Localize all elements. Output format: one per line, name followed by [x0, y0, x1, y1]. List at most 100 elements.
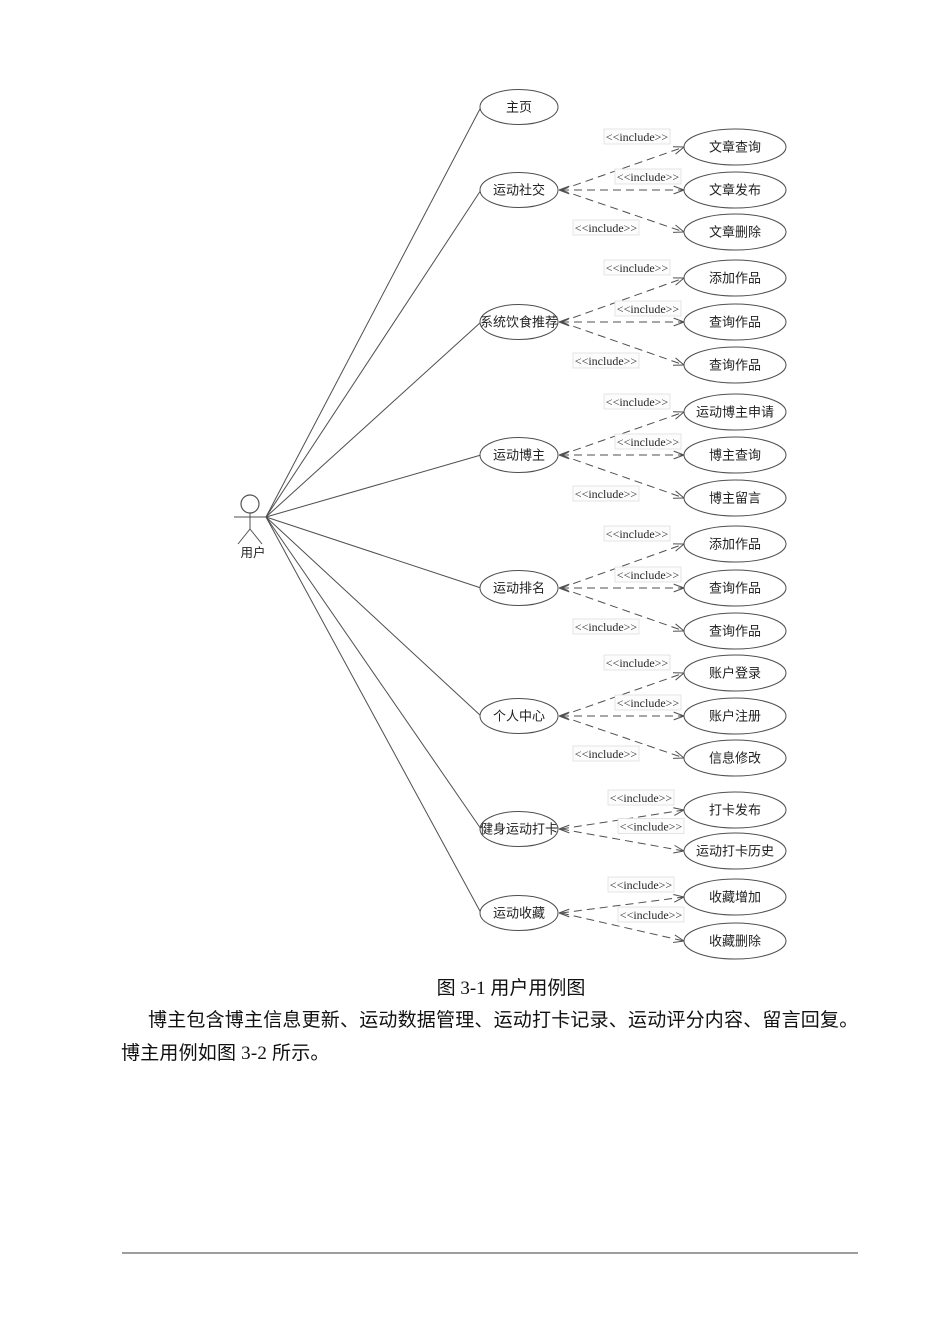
include-edge	[560, 896, 685, 914]
use-case-oval	[683, 922, 787, 960]
use-case-oval	[479, 304, 559, 340]
arrowhead	[558, 189, 570, 195]
arrowhead	[673, 185, 685, 191]
actor-associations	[265, 106, 482, 914]
use-case-label: 收藏删除	[709, 934, 761, 949]
association-edge	[265, 516, 482, 830]
use-case-group-diet: <<include>><<include>><<include>>系统饮食推荐添…	[479, 259, 787, 384]
use-case-blogger-child-2: 博主留言	[683, 479, 787, 517]
use-case-diet-child-2: 查询作品	[683, 346, 787, 384]
use-case-oval	[683, 832, 787, 870]
include-edge	[560, 411, 685, 456]
arrowhead	[673, 583, 685, 589]
include-label: <<include>>	[575, 487, 638, 501]
include-edge	[560, 912, 685, 942]
include-label-box	[607, 876, 675, 893]
use-case-oval	[683, 346, 787, 384]
use-case-blogger-child-1: 博主查询	[683, 436, 787, 474]
use-case-label: 信息修改	[709, 751, 761, 766]
actor-label: 用户	[240, 545, 265, 560]
use-case-oval	[479, 698, 559, 734]
include-label: <<include>>	[610, 878, 673, 892]
use-case-label: 运动排名	[493, 581, 545, 596]
arrowhead	[558, 828, 570, 834]
use-case-social: 运动社交	[479, 172, 559, 208]
use-case-label: 运动博主申请	[696, 405, 774, 420]
include-label-box	[572, 352, 640, 369]
use-case-social-child-1: 文章发布	[683, 171, 787, 209]
include-label-box	[607, 789, 675, 806]
association-edge	[265, 516, 482, 589]
include-stereotype: <<include>>	[572, 219, 640, 236]
include-label: <<include>>	[617, 696, 680, 710]
use-case-label: 个人中心	[493, 709, 545, 724]
use-case-social-child-2: 文章删除	[683, 213, 787, 251]
use-case-label: 文章发布	[709, 183, 761, 198]
include-label: <<include>>	[575, 620, 638, 634]
include-edge	[560, 828, 685, 852]
include-edge	[560, 454, 685, 499]
use-case-oval	[683, 393, 787, 431]
association-edge	[265, 106, 482, 518]
use-case-group-home: 主页	[479, 89, 559, 125]
use-case-ranking: 运动排名	[479, 570, 559, 606]
use-case-diet: 系统饮食推荐	[479, 304, 559, 340]
use-case-label: 运动社交	[493, 183, 545, 198]
include-label-box	[614, 433, 682, 450]
association-edge	[265, 189, 482, 518]
use-case-label: 收藏增加	[709, 890, 761, 905]
use-case-favorite: 运动收藏	[479, 895, 559, 931]
include-edge	[560, 809, 685, 830]
use-case-home: 主页	[479, 89, 559, 125]
include-label-box	[603, 654, 671, 671]
arrowhead	[675, 357, 685, 366]
include-stereotype: <<include>>	[572, 618, 640, 635]
use-case-oval	[683, 479, 787, 517]
use-case-label: 打卡发布	[709, 803, 761, 818]
include-label-box	[614, 300, 682, 317]
use-case-oval	[683, 612, 787, 650]
use-case-profile-child-1: 账户注册	[683, 697, 787, 735]
use-case-oval	[479, 570, 559, 606]
arrowhead	[675, 411, 685, 420]
include-stereotype: <<include>>	[614, 566, 682, 583]
arrowhead	[675, 146, 685, 155]
use-case-oval	[683, 171, 787, 209]
arrowhead	[673, 893, 685, 898]
include-stereotype: <<include>>	[607, 789, 675, 806]
arrowhead	[675, 623, 685, 632]
include-label: <<include>>	[575, 354, 638, 368]
include-stereotype: <<include>>	[614, 433, 682, 450]
use-case-oval	[683, 654, 787, 692]
use-case-oval	[683, 436, 787, 474]
association-edge	[265, 321, 482, 518]
include-edge	[560, 672, 685, 717]
include-edge	[560, 321, 685, 366]
arrowhead	[558, 587, 570, 593]
use-case-profile: 个人中心	[479, 698, 559, 734]
use-case-oval	[683, 213, 787, 251]
use-case-oval	[683, 791, 787, 829]
include-stereotype: <<include>>	[617, 818, 685, 834]
use-case-label: 博主查询	[709, 448, 761, 463]
use-case-favorite-child-1: 收藏删除	[683, 922, 787, 960]
use-case-diagram: 用户 主页 <<include>> <<include>> <<include>> 运动社…	[234, 89, 787, 960]
include-label: <<include>>	[617, 170, 680, 184]
arrowhead	[675, 224, 685, 233]
include-label-box	[603, 259, 671, 276]
use-case-blogger-child-0: 运动博主申请	[683, 393, 787, 431]
include-label-box	[614, 168, 682, 185]
include-stereotype: <<include>>	[614, 168, 682, 185]
include-stereotype: <<include>>	[617, 906, 685, 923]
include-label: <<include>>	[620, 908, 683, 922]
actor-head	[240, 494, 260, 514]
use-case-label: 查询作品	[709, 624, 761, 639]
include-label: <<include>>	[575, 747, 638, 761]
use-case-label: 健身运动打卡	[480, 822, 558, 837]
include-label-box	[572, 618, 640, 635]
use-case-label: 运动博主	[493, 448, 545, 463]
use-case-label: 账户登录	[709, 666, 761, 681]
include-edge	[560, 189, 685, 233]
